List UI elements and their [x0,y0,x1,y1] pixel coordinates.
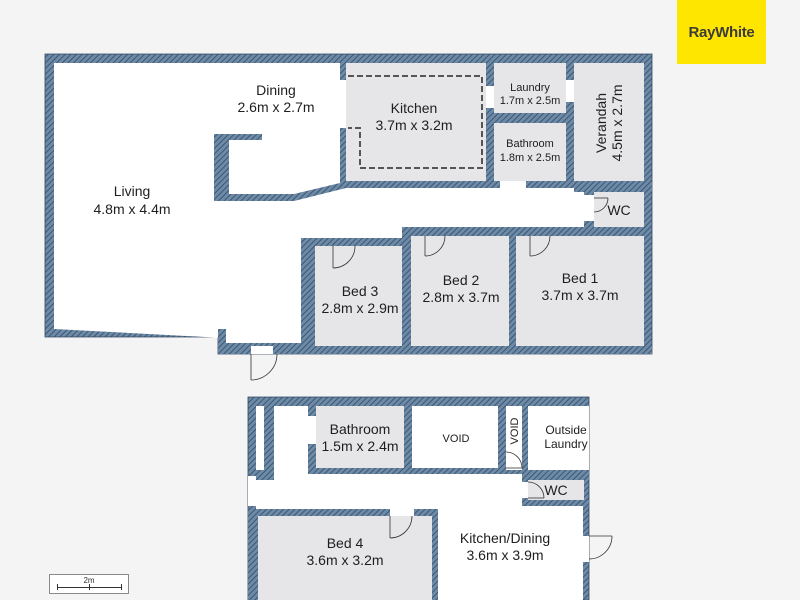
laundry-floor [494,63,566,113]
door-void2 [505,450,523,470]
kitchen-dining-name: Kitchen/Dining [460,530,550,546]
verandah-name: Verandah [593,93,609,153]
wall-bed2-bed1 [509,236,516,346]
bed4-floor [258,516,432,600]
verandah-size: 4.5m x 2.7m [609,84,625,161]
bed2-floor [411,236,509,346]
scale-tick-end [121,584,122,590]
living-size: 4.8m x 4.4m [93,201,170,217]
wall-bedrooms-bottom [226,346,652,354]
wc-name: WC [607,202,630,218]
wall-bed4-right [432,509,438,600]
wall-laundry-verandah [566,63,574,188]
scale-tick-mid [89,584,90,590]
wall-left-strip [264,406,274,472]
bathroom-name: Bathroom [506,138,554,150]
bed1-size: 3.7m x 3.7m [541,287,618,303]
bathroom2-floor [316,406,404,470]
lower-walkway-floor [256,406,583,600]
bathroom-floor [494,123,566,181]
kitchen-dining-size: 3.6m x 3.9m [466,547,543,563]
kitchen-size: 3.7m x 3.2m [375,117,452,133]
scale-label: 2m [83,576,95,585]
living-name: Living [114,183,151,199]
bed3-floor [315,246,402,346]
bed4-size: 3.6m x 3.2m [306,552,383,568]
laundry-name: Laundry [510,82,550,94]
brand-logo: RayWhite [677,0,766,64]
bed1-name: Bed 1 [562,270,599,286]
wall-void-bottom [308,468,528,474]
dining-name: Dining [256,82,296,98]
wall-bed3-left [301,238,315,346]
dining-size: 2.6m x 2.7m [237,99,314,115]
verandah-floor [574,63,644,182]
door-wc2 [522,481,545,499]
wall-laundry-bathroom [494,113,566,123]
wall-void-void [498,406,506,472]
bathroom-size: 1.8m x 2.5m [500,152,561,164]
wall-kitchen-laundry [486,63,494,188]
kitchen-floor [346,63,486,181]
bed3-name: Bed 3 [342,283,379,299]
wall-bed3-top [301,238,411,246]
wc2-floor [528,480,584,500]
scale-bar: 2m [49,574,129,594]
bathroom2-size: 1.5m x 2.4m [321,438,398,454]
kitchen-bench [348,75,483,169]
bed3-size: 2.8m x 2.9m [321,300,398,316]
wall-bedrooms-top [402,227,644,236]
door-wc [593,197,609,213]
wall-bed3-bed2 [402,236,411,346]
wall-wc2-bottom [522,500,589,506]
door-opening-dining-kitchen [340,80,346,128]
door-kitchen-dining-exit [583,535,613,562]
door-opening-bath2 [308,416,316,444]
bed2-name: Bed 2 [443,272,480,288]
wall-laundry-bottom [522,470,589,480]
wall-front-left [218,329,226,354]
void1-floor [412,406,498,468]
front-hall-floor [226,238,301,343]
void2-floor [506,406,522,450]
door-opening-wc [584,195,594,221]
outside-laundry-floor [528,406,589,470]
void2-label: VOID [509,418,521,445]
wall-verandah-bottom [574,182,652,192]
door-bed2 [424,235,446,257]
wall-bed4-left [248,509,258,600]
outside-laundry-line2: Laundry [544,437,587,451]
door-bed4 [389,509,414,539]
living-dining-floor [54,63,584,342]
door-front [250,346,278,381]
wall-bath2-void [404,406,412,472]
brand-name: RayWhite [688,23,755,41]
laundry-size: 1.7m x 2.5m [500,95,561,107]
door-opening-bathroom [500,181,526,188]
lower-left-strip [256,406,264,470]
wall-void2-laundry [522,406,528,474]
bed4-name: Bed 4 [327,535,364,551]
door-bed3 [332,245,356,269]
door-opening-left-hall [248,476,256,506]
door-bed1 [529,235,551,257]
bathroom2-name: Bathroom [330,421,391,437]
wc2-name: WC [544,482,567,498]
door-opening-laundry [486,86,494,108]
scale-tick-start [57,584,58,590]
bed2-size: 2.8m x 3.7m [422,289,499,305]
kitchen-name: Kitchen [391,100,438,116]
void1-label: VOID [443,433,470,445]
outside-laundry-line1: Outside [545,423,587,437]
wall-bed4-top [248,509,438,516]
door-opening-verandah [566,80,574,102]
wall-service-bottom [346,181,644,188]
